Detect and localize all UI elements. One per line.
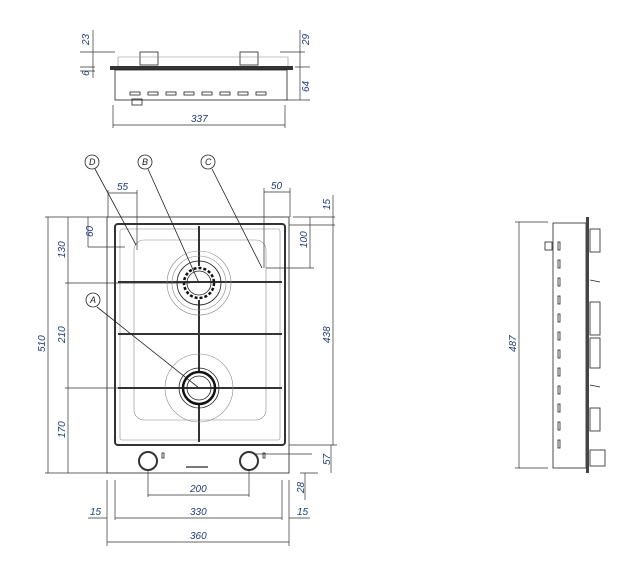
callout-a: A [89, 295, 96, 305]
dim-64: 64 [301, 80, 312, 92]
dim-29: 29 [301, 33, 312, 46]
dim-130: 130 [57, 241, 68, 258]
callout-c: C [205, 157, 212, 167]
callouts: D B C A [84, 154, 216, 308]
knob-left [138, 451, 158, 471]
dim-330: 330 [190, 507, 207, 518]
dim-438: 438 [322, 326, 333, 343]
dim-55: 55 [117, 182, 129, 193]
dim-23: 23 [81, 33, 92, 46]
dim-360: 360 [190, 531, 207, 542]
side-view: 487 [508, 217, 606, 473]
knob-right [239, 451, 259, 471]
vent-slots [129, 91, 267, 96]
dim-15-top: 15 [322, 198, 333, 210]
callout-b: B [142, 157, 148, 167]
dim-60: 60 [85, 225, 96, 237]
dim-210: 210 [57, 326, 68, 344]
dim-337: 337 [191, 114, 208, 125]
callout-d: D [89, 157, 96, 167]
front-view: D B C A 510 130 210 170 60 55 50 15 100 … [37, 154, 337, 546]
side-slots [557, 241, 561, 449]
dim-487: 487 [508, 335, 519, 352]
dim-15-right: 15 [297, 507, 309, 518]
top-view: 23 6 29 64 337 [80, 30, 312, 128]
dim-6: 6 [81, 70, 92, 76]
grate [118, 226, 282, 442]
control-panel [138, 451, 266, 471]
dim-170: 170 [57, 421, 68, 438]
dim-200: 200 [189, 484, 207, 495]
dim-100: 100 [299, 231, 310, 248]
dim-50: 50 [271, 181, 283, 192]
dim-15-left: 15 [90, 507, 102, 518]
dim-57: 57 [322, 453, 333, 465]
dim-510: 510 [37, 335, 48, 352]
dim-28: 28 [296, 481, 307, 494]
